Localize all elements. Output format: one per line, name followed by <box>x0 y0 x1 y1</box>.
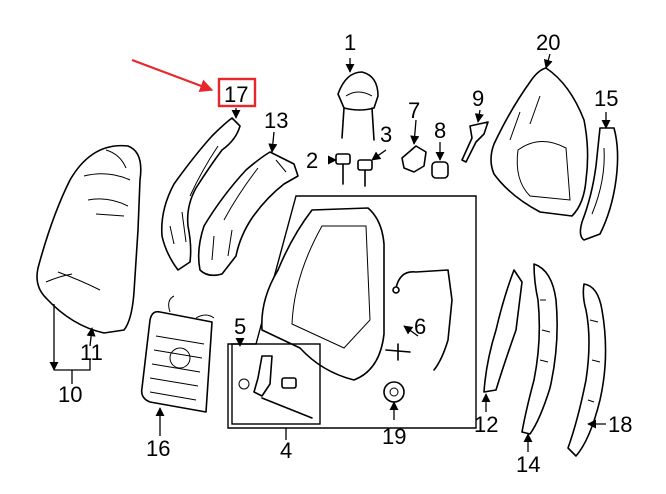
callout-14: 14 <box>516 452 540 477</box>
callout-11: 11 <box>80 340 103 365</box>
callout-12: 12 <box>474 412 498 437</box>
part-7-clip <box>401 145 427 173</box>
seat-back-cushion <box>36 144 142 334</box>
callout-15: 15 <box>594 86 618 111</box>
part-1-headrest-guide <box>337 71 379 141</box>
part-4-frame-group <box>227 195 477 429</box>
callout-8: 8 <box>434 118 446 143</box>
callout-3: 3 <box>380 122 392 147</box>
part-5-fastener-group <box>231 343 321 425</box>
callout-19: 19 <box>382 424 406 449</box>
callout-18: 18 <box>608 412 632 437</box>
callout-4: 4 <box>280 438 292 463</box>
part-8-cap <box>431 161 449 179</box>
part-3-bolt <box>357 159 373 187</box>
callout-17: 17 <box>224 82 248 107</box>
red-arrow <box>131 58 214 93</box>
callout-13: 13 <box>264 108 288 133</box>
part-9-lever <box>461 121 489 163</box>
callout-1: 1 <box>344 30 356 55</box>
callout-labels: 1 2 3 4 5 6 7 8 9 10 11 12 13 14 15 16 1… <box>58 30 632 477</box>
part-13-side-panel <box>197 151 299 277</box>
highlight-callout <box>131 58 257 108</box>
part-14-rail <box>521 263 558 435</box>
part-19-grommet <box>383 381 405 403</box>
callout-7: 7 <box>408 98 420 123</box>
part-20-back-panel <box>490 67 589 217</box>
callout-9: 9 <box>472 86 484 111</box>
part-17-side-trim <box>160 117 241 271</box>
part-2-bolt <box>335 153 351 185</box>
callout-16: 16 <box>146 436 170 461</box>
leader-lines <box>54 53 611 452</box>
callout-5: 5 <box>234 314 246 339</box>
part-16-heater-pad <box>140 295 215 413</box>
highlight-box <box>217 77 257 108</box>
callout-2: 2 <box>306 148 318 173</box>
part-18-rail <box>567 283 607 457</box>
part-15-side-trim <box>579 127 619 241</box>
callout-6: 6 <box>414 314 426 339</box>
callout-10: 10 <box>58 382 82 407</box>
part-12-bracket <box>483 269 523 393</box>
callout-20: 20 <box>536 30 560 55</box>
